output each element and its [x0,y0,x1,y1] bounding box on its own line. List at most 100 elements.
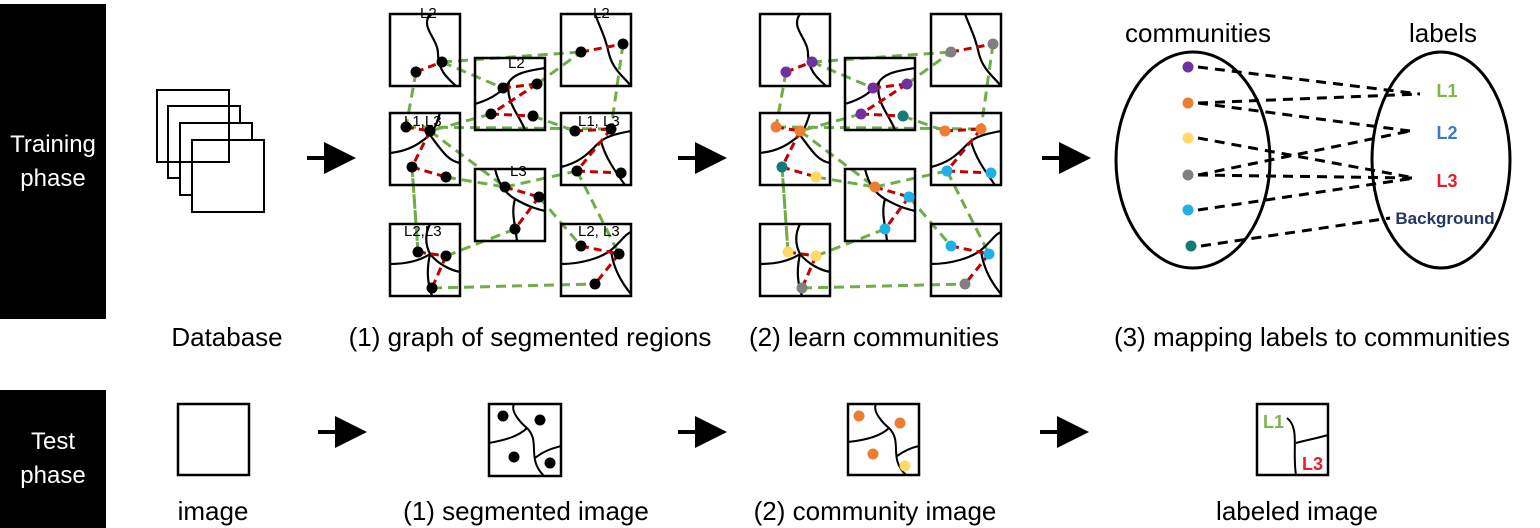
region-node [509,223,521,235]
region-node [440,250,452,262]
mapping-diagram: communities labels L1 L2 L3 Background [1114,18,1512,270]
community-dot [1182,204,1194,216]
region-node [410,66,422,78]
region-tile [388,111,462,187]
region-node [617,38,629,50]
region-node [983,248,995,260]
region-node [571,165,583,177]
label-background: Background [1395,209,1494,228]
region-node [615,167,627,179]
mapping-lines [1197,65,1421,248]
label-l1: L1 [1436,81,1457,101]
region-node [613,248,625,260]
region-node [796,282,808,294]
caption-learn: (2) learn communities [749,322,999,352]
region-label: L1, L3 [578,113,620,130]
region-node [897,110,909,122]
communities-ellipse [1114,50,1272,270]
green-edges [404,43,625,290]
region-label: L2, L3 [578,223,620,240]
community-dot [1182,169,1194,181]
region-node [412,246,424,258]
community-dots [1182,61,1197,252]
caption-labeled: labeled image [1216,496,1378,526]
caption-community: (2) community image [753,496,997,526]
communities-title: communities [1125,18,1271,48]
region-node [575,240,587,252]
region-node [436,56,448,68]
region-label: L2 [508,55,525,72]
region-node [985,167,997,179]
region-node [531,78,543,90]
caption-image: image [177,496,249,526]
region-node [945,46,957,58]
region-node [810,171,822,183]
region-label: L2 [593,5,610,22]
community-dot [1185,240,1197,252]
region-node [424,125,436,137]
region-label: L1,L3 [404,113,442,130]
region-tile [758,222,832,298]
region-tile [929,222,1003,298]
region-label: L3 [510,163,527,180]
training-phase-label: Training phase [0,4,106,319]
community-dot [1182,132,1194,144]
region-node [945,240,957,252]
region-node [987,38,999,50]
region-node [975,123,987,135]
label-l2: L2 [1436,123,1457,143]
test-phase-label: Test phase [0,390,106,528]
database-stack-icon [156,89,265,213]
caption-database: Database [171,322,283,352]
region-tile [758,111,832,187]
region-node [497,82,509,94]
region-node [939,125,951,137]
community-graph [758,12,1003,298]
caption-segmented: (1) segmented image [403,496,649,526]
region-node [855,108,867,120]
labels-ellipse [1370,50,1512,270]
community-dot [1182,61,1194,73]
region-tile [473,56,547,132]
region-node [569,125,581,137]
region-node [589,278,601,290]
label-texts: L1 L2 L3 Background [1395,81,1494,228]
region-tile [473,167,547,243]
region-node [770,121,782,133]
region-node [780,66,792,78]
region-node [806,56,818,68]
region-node [527,110,539,122]
label-l3: L3 [1436,171,1457,191]
region-node [810,250,822,262]
region-tile [758,12,832,88]
region-node [782,246,794,258]
region-node [903,191,915,203]
test-image-segmented [487,402,563,478]
region-tile [929,12,1003,88]
test-image-labeled: L1 L3 [1255,402,1330,477]
region-node [869,181,881,193]
region-tile [843,56,917,132]
region-tile [843,167,917,243]
region-node [440,171,452,183]
region-node [499,181,511,193]
region-node [575,46,587,58]
region-label: L2,L3 [404,223,442,240]
region-node [776,161,788,173]
region-node [901,78,913,90]
region-node [605,123,617,135]
region-tile [559,222,633,298]
region-node [426,282,438,294]
region-node [406,161,418,173]
region-node [794,125,806,137]
test-image-community [846,402,921,477]
region-label: L2 [420,5,437,22]
labels-title: labels [1409,18,1477,48]
green-edges [774,43,995,290]
caption-mapping: (3) mapping labels to communities [1114,322,1510,352]
region-tile [559,111,633,187]
labeled-image-l3: L3 [1302,454,1323,474]
